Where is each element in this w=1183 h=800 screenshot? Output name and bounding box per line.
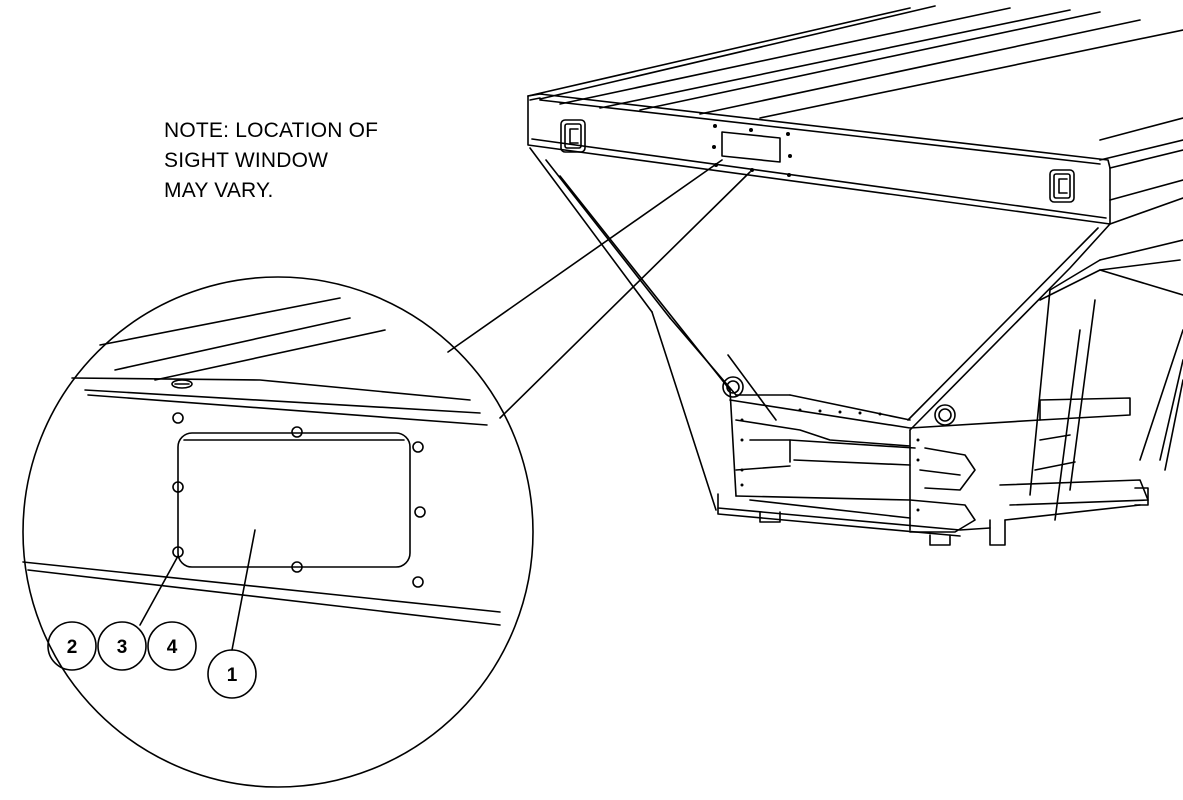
c-logo-icon bbox=[560, 119, 586, 153]
svg-text:2: 2 bbox=[67, 637, 78, 658]
hopper-top-rails bbox=[527, 5, 1183, 161]
callout-4: 4 bbox=[147, 621, 197, 671]
note-line-1: NOTE: LOCATION OF bbox=[164, 119, 379, 142]
detail-bolts bbox=[172, 412, 426, 588]
callout-2: 2 bbox=[47, 621, 97, 671]
detail-view bbox=[22, 276, 534, 788]
svg-text:4: 4 bbox=[167, 637, 178, 658]
panel-sight-window bbox=[712, 124, 792, 177]
note-line-2: SIGHT WINDOW bbox=[164, 149, 329, 172]
svg-text:1: 1 bbox=[227, 665, 238, 686]
hopper-front-panel bbox=[527, 93, 1183, 225]
location-note: NOTE: LOCATION OF SIGHT WINDOW MAY VARY. bbox=[164, 116, 378, 206]
hopper-legs bbox=[529, 147, 1183, 521]
note-line-3: MAY VARY. bbox=[164, 179, 274, 202]
callout-3: 3 bbox=[97, 621, 147, 671]
svg-text:3: 3 bbox=[117, 637, 128, 658]
conveyor-frame bbox=[717, 394, 1149, 546]
frame-rivets bbox=[740, 408, 920, 512]
c-logo-icon bbox=[1049, 169, 1075, 203]
detail-leader-lines bbox=[447, 159, 751, 419]
callout-1: 1 bbox=[207, 649, 257, 699]
